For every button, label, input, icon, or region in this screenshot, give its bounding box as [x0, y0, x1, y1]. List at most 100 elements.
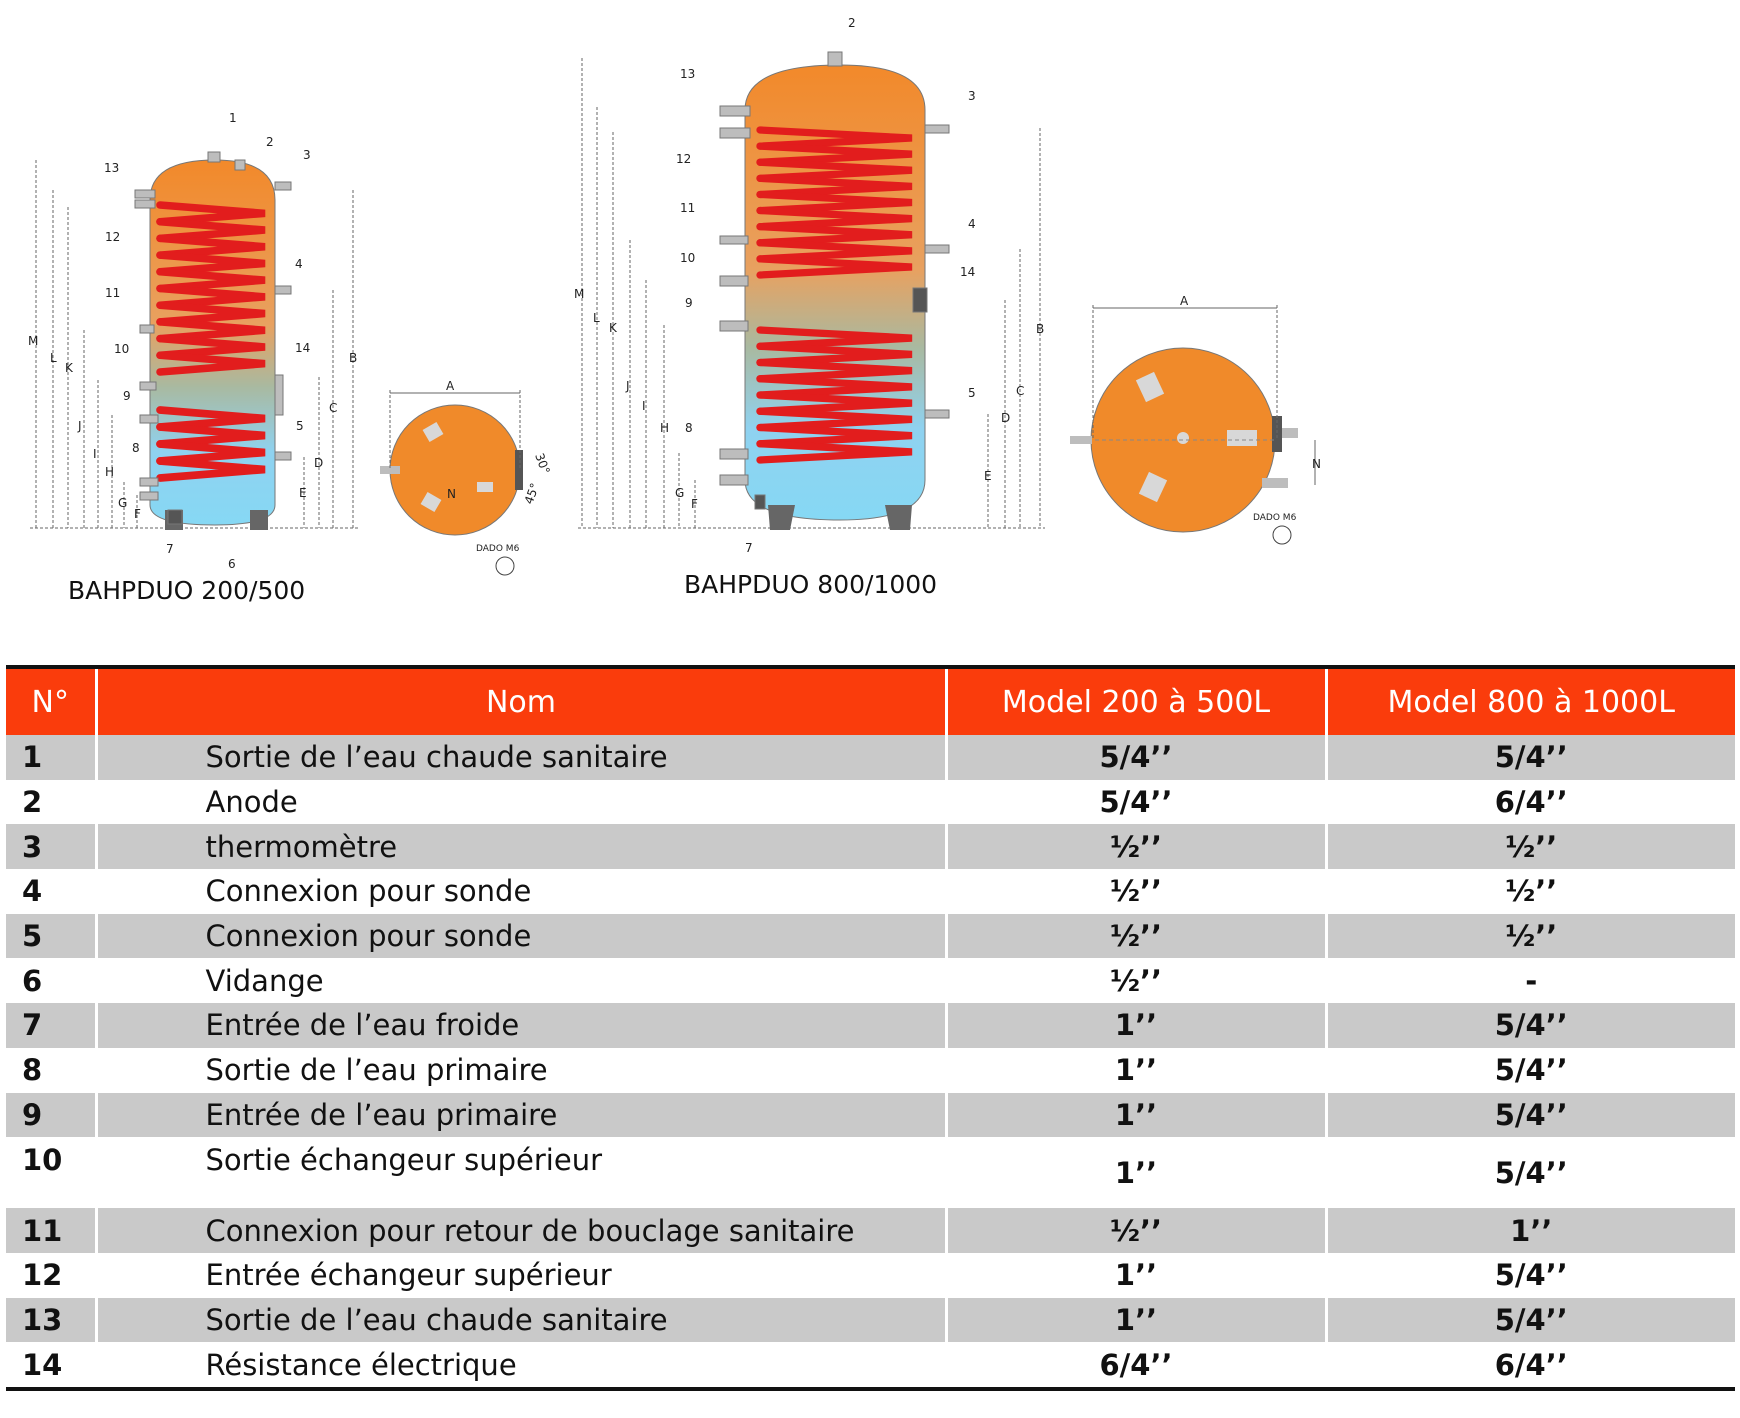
small-top-angle-45: 45° — [522, 481, 542, 506]
large-label-7: 7 — [745, 541, 753, 555]
small-tank-upper-coil — [156, 201, 266, 376]
small-label-6: 6 — [228, 557, 236, 571]
large-label-8: 8 — [685, 421, 693, 435]
small-dim-B: B — [349, 351, 357, 365]
large-dim-J: J — [625, 379, 630, 393]
large-upper-coil-loop — [756, 223, 913, 247]
small-lower-coil-loop — [156, 440, 266, 465]
row-name: Sortie échangeur supérieur — [96, 1137, 948, 1209]
caption-small-tank: BAHPDUO 200/500 — [68, 576, 306, 605]
large-label-9: 9 — [685, 296, 693, 310]
header-model-800-1000: Model 800 à 1000L — [1326, 669, 1735, 735]
small-tank: 1 2 3 4 5 6 7 8 9 10 11 12 13 14 M L K J… — [28, 111, 360, 571]
large-dim-F: F — [691, 497, 698, 511]
row-name: Entrée de l’eau primaire — [96, 1092, 948, 1138]
row-model-800-1000: 1’’ — [1326, 1208, 1735, 1253]
large-upper-coil-loop — [756, 206, 913, 231]
small-top-dim-N: N — [447, 487, 456, 501]
large-dim-L: L — [593, 311, 600, 325]
row-name: Sortie de l’eau chaude sanitaire — [96, 1297, 948, 1343]
large-dim-H: H — [660, 421, 669, 435]
large-dim-E: E — [984, 469, 992, 483]
header-name: Nom — [96, 669, 948, 735]
small-upper-coil-loop — [156, 284, 266, 309]
row-name: Sortie de l’eau chaude sanitaire — [96, 735, 948, 780]
row-number: 3 — [6, 824, 98, 870]
small-label-9: 9 — [123, 389, 131, 403]
large-lower-coil-loop — [756, 391, 913, 415]
large-tank-lower-coil — [756, 326, 913, 464]
row-model-800-1000: ½’’ — [1326, 913, 1735, 959]
row-model-800-1000: ½’’ — [1326, 824, 1735, 870]
small-dim-F: F — [134, 507, 141, 521]
large-lower-coil-loop — [756, 342, 913, 367]
row-number: 2 — [6, 779, 98, 825]
row-model-200-500: 5/4’’ — [946, 779, 1328, 825]
large-upper-coil-loop — [756, 190, 913, 215]
large-lower-coil-loop — [756, 440, 913, 464]
small-label-8: 8 — [132, 441, 140, 455]
row-model-800-1000: ½’’ — [1505, 874, 1558, 909]
small-dim-G: G — [118, 496, 127, 510]
diagram-area: 1 2 3 4 5 6 7 8 9 10 11 12 13 14 M L K J… — [0, 0, 1740, 650]
row-number: 8 — [6, 1047, 98, 1093]
small-label-5: 5 — [296, 419, 304, 433]
large-label-10: 10 — [680, 251, 695, 265]
small-lower-coil-loop — [156, 457, 266, 482]
large-label-13: 13 — [680, 67, 695, 81]
row-number: 4 — [6, 869, 98, 914]
small-dim-M: M — [28, 334, 38, 348]
large-label-12: 12 — [676, 152, 691, 166]
small-upper-coil-loop — [156, 234, 266, 259]
large-lower-coil-loop — [756, 358, 913, 383]
row-number: 13 — [6, 1297, 98, 1343]
caption-large-tank: BAHPDUO 800/1000 — [684, 570, 938, 599]
row-name: Connexion pour sonde — [96, 913, 948, 959]
row-model-200-500: ½’’ — [946, 1208, 1328, 1253]
small-lower-coil-loop — [156, 423, 266, 448]
row-model-800-1000: - — [1525, 963, 1538, 998]
row-name: Vidange — [96, 958, 948, 1004]
row-model-800-1000: 6/4’’ — [1494, 1347, 1568, 1382]
row-model-200-500: 1’’ — [946, 1137, 1328, 1209]
small-label-4: 4 — [295, 257, 303, 271]
large-lower-coil-loop — [756, 423, 913, 448]
small-upper-coil-loop — [156, 318, 266, 343]
large-dim-B: B — [1036, 322, 1044, 336]
large-dim-G: G — [675, 486, 684, 500]
tank-diagrams: 1 2 3 4 5 6 7 8 9 10 11 12 13 14 M L K J… — [28, 16, 1321, 576]
small-tank-foot-right — [250, 510, 268, 530]
small-tank-lower-coil — [156, 406, 266, 482]
row-name: Connexion pour sonde — [96, 869, 948, 914]
row-number: 10 — [6, 1137, 98, 1209]
row-number: 14 — [6, 1342, 98, 1387]
header-model-200-500: Model 200 à 500L — [946, 669, 1328, 735]
row-model-800-1000: 5/4’’ — [1326, 1297, 1735, 1343]
small-lower-coil-loop — [156, 406, 266, 431]
large-lower-coil-loop — [756, 375, 913, 399]
small-label-13: 13 — [104, 161, 119, 175]
row-model-200-500: 5/4’’ — [946, 735, 1328, 780]
row-model-200-500: 1’’ — [946, 1252, 1328, 1298]
large-dim-M: M — [574, 287, 584, 301]
large-label-14: 14 — [960, 265, 975, 279]
row-model-200-500: 1’’ — [946, 1092, 1328, 1138]
large-upper-coil-loop — [756, 126, 913, 150]
row-model-200-500: ½’’ — [946, 958, 1328, 1004]
small-label-12: 12 — [105, 230, 120, 244]
large-label-3: 3 — [968, 89, 976, 103]
small-label-14: 14 — [295, 341, 310, 355]
row-name: Sortie de l’eau primaire — [96, 1047, 948, 1093]
small-top-circle — [389, 404, 521, 536]
large-dim-D: D — [1001, 411, 1010, 425]
table-header-row: N° Nom Model 200 à 500L Model 800 à 1000… — [6, 669, 1735, 735]
small-upper-coil-loop — [156, 251, 266, 276]
